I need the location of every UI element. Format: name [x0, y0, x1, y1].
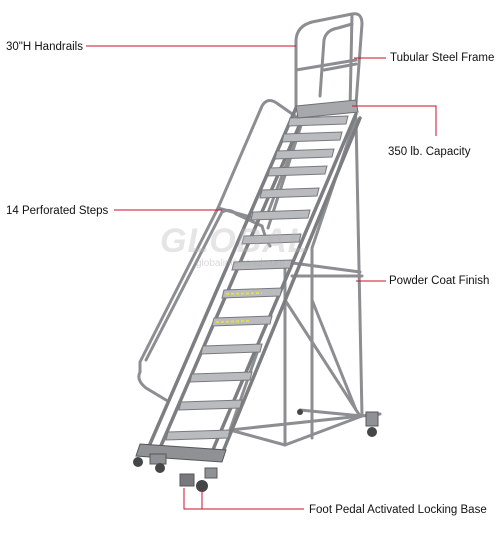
step-4	[267, 165, 328, 177]
step-2	[281, 131, 343, 143]
callout-leaders	[86, 45, 437, 510]
step-5	[259, 187, 320, 199]
step-11	[200, 343, 263, 355]
ladder-stringers	[148, 106, 362, 456]
top-platform	[295, 99, 359, 119]
callout-frame: Tubular Steel Frame	[390, 52, 495, 64]
locking-base	[135, 411, 379, 487]
leader-base	[201, 490, 304, 510]
top-handrail-cage	[294, 12, 364, 112]
callout-steps: 14 Perforated Steps	[6, 205, 109, 217]
step-1	[287, 115, 349, 127]
callout-handrails: 30"H Handrails	[6, 41, 83, 53]
step-highlights	[215, 292, 263, 323]
callout-finish: Powder Coat Finish	[389, 275, 490, 287]
step-8	[231, 259, 293, 271]
step-7	[241, 233, 302, 245]
step-13	[178, 399, 243, 411]
leader-capacity	[352, 105, 437, 136]
step-3	[274, 148, 335, 160]
watermark-brand: GLOBAL	[160, 222, 310, 260]
caster-wheels	[133, 409, 377, 492]
step-12	[189, 371, 253, 383]
perforated-steps	[165, 115, 349, 441]
callout-base: Foot Pedal Activated Locking Base	[309, 504, 487, 516]
left-handrail	[137, 99, 300, 402]
leader-base-branch	[183, 488, 202, 510]
rear-support-frame	[228, 116, 382, 447]
step-6	[250, 209, 311, 221]
step-14	[165, 429, 231, 441]
callout-capacity: 350 lb. Capacity	[388, 146, 471, 158]
watermark-site: globalindustrial.com	[196, 258, 285, 269]
